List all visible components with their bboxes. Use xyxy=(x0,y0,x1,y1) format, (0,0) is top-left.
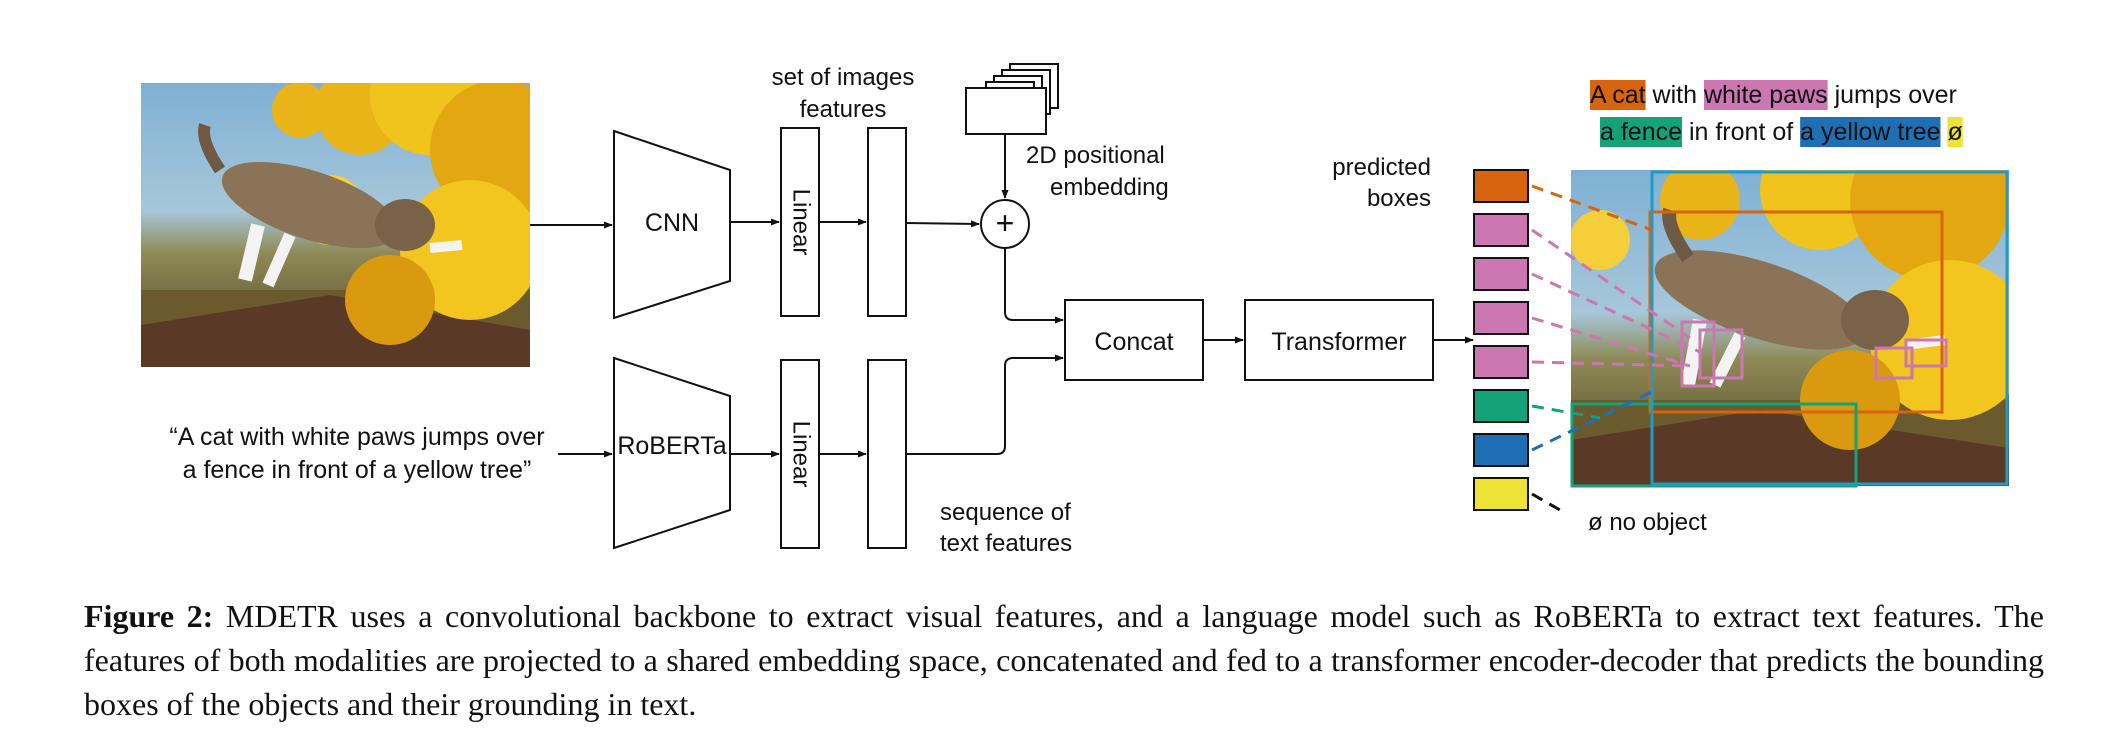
phrase-highlight xyxy=(1947,117,1963,147)
box-paw-4 xyxy=(1904,338,1948,368)
phrase-token: with xyxy=(1646,81,1704,109)
flow-arrows xyxy=(530,134,1474,458)
phrase-token: a yellow tree xyxy=(1800,118,1940,146)
positional-embedding-stack xyxy=(965,63,1059,135)
positional-label-line-1: 2D positional xyxy=(1026,142,1165,169)
query-slot xyxy=(1473,257,1529,291)
query-slot xyxy=(1473,169,1529,203)
roberta-block xyxy=(613,356,731,550)
plus-symbol: + xyxy=(996,205,1015,241)
query-slot xyxy=(1473,213,1529,247)
image-features-label-line-1: set of images xyxy=(772,64,915,91)
mdetr-architecture-diagram: “A cat with white paws jumps over a fenc… xyxy=(141,63,2009,557)
image-features-block xyxy=(867,127,907,317)
phrase-token: A cat xyxy=(1590,81,1646,109)
cnn-label: CNN xyxy=(645,209,699,237)
grounded-phrase-line-2: a fence in front of a yellow tree ø xyxy=(1600,117,1963,147)
query-connectors xyxy=(1531,184,1701,512)
phrase-highlight xyxy=(1703,80,1828,110)
query-connector xyxy=(1531,228,1691,340)
positional-label-line-2: embedding xyxy=(1050,174,1169,201)
phrase-token: a fence xyxy=(1600,118,1682,146)
query-connector xyxy=(1531,492,1561,512)
phrase-token: jumps over xyxy=(1828,81,1957,109)
grounded-phrase-line-1: A cat with white paws jumps over xyxy=(1590,80,1957,110)
predicted-boxes-label-line-2: boxes xyxy=(1367,185,1431,212)
transformer-label: Transformer xyxy=(1271,328,1406,356)
concat-label: Concat xyxy=(1094,328,1173,356)
input-caption-line-2: a fence in front of a yellow tree” xyxy=(183,456,532,484)
phrase-highlight xyxy=(1800,117,1941,147)
no-object-label: ø no object xyxy=(1588,509,1707,536)
text-features-label-line-1: sequence of xyxy=(940,499,1071,526)
query-slot xyxy=(1473,433,1529,467)
text-features-block xyxy=(867,359,907,549)
query-connector xyxy=(1531,360,1691,368)
phrase-token: in front of xyxy=(1682,118,1800,146)
box-paw-2 xyxy=(1698,328,1744,380)
caption-label: Figure 2: xyxy=(84,598,214,634)
query-slot xyxy=(1473,389,1529,423)
box-paw-3 xyxy=(1874,346,1914,380)
query-connector xyxy=(1531,184,1653,232)
box-tree xyxy=(1650,170,2009,486)
linear-block-image xyxy=(780,127,820,317)
phrase-highlight xyxy=(1590,80,1646,110)
caption-text: MDETR uses a convolutional backbone to e… xyxy=(84,598,2045,722)
input-caption-line-1: “A cat with white paws jumps over xyxy=(169,423,544,451)
phrase-token xyxy=(1941,118,1948,146)
query-slot xyxy=(1473,477,1529,511)
output-photo xyxy=(1571,170,2009,486)
box-fence xyxy=(1570,402,1858,488)
text-features-label-line-2: text features xyxy=(940,530,1072,557)
query-slot xyxy=(1473,345,1529,379)
phrase-token: white paws xyxy=(1703,81,1828,109)
phrase-token: ø xyxy=(1947,118,1962,146)
query-connector xyxy=(1531,272,1701,354)
transformer-block xyxy=(1244,299,1434,381)
predicted-boxes-label-line-1: predicted xyxy=(1332,154,1431,181)
linear-label-text: Linear xyxy=(788,421,815,488)
image-features-label-line-2: features xyxy=(800,96,887,123)
query-slot xyxy=(1473,301,1529,335)
roberta-label: RoBERTa xyxy=(617,432,726,460)
figure-caption: Figure 2: MDETR uses a convolutional bac… xyxy=(84,594,2044,726)
query-connector xyxy=(1531,404,1601,420)
query-connector xyxy=(1531,316,1691,368)
input-photo xyxy=(141,83,530,367)
cnn-block xyxy=(613,129,731,320)
phrase-highlight xyxy=(1600,117,1683,147)
box-paw-1 xyxy=(1680,320,1716,388)
concat-block xyxy=(1064,299,1204,381)
query-slots xyxy=(1473,169,1529,511)
query-connector xyxy=(1531,388,1657,452)
linear-label-image: Linear xyxy=(788,189,815,256)
